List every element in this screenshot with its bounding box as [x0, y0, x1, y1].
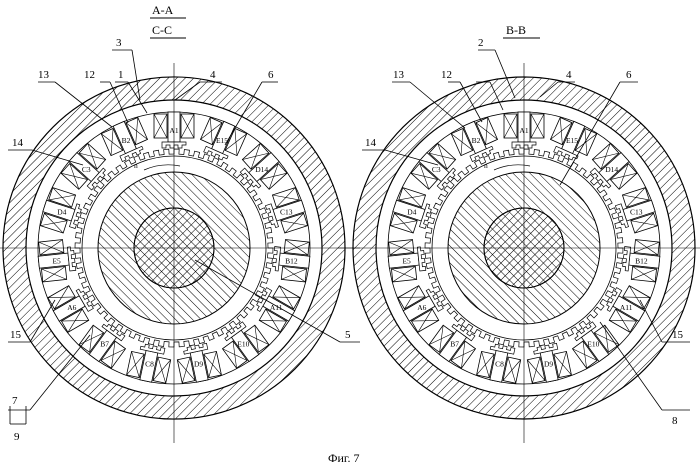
callout-3: 3: [116, 37, 122, 49]
slot-label: D9: [544, 359, 553, 368]
slot-label: D14: [255, 165, 268, 174]
callout-14: 14: [12, 137, 24, 149]
figure-caption: Фиг. 7: [328, 451, 359, 465]
slot-label: A6: [67, 303, 76, 312]
slot-label: A11: [620, 303, 633, 312]
callout-14-right: 14: [365, 137, 377, 149]
slot-label: E5: [402, 256, 411, 265]
slot-label: C8: [495, 359, 504, 368]
callout-13-right: 13: [393, 69, 405, 81]
callout-1: 1: [118, 69, 124, 81]
callout-5: 5: [345, 329, 351, 341]
slot-label: E15: [216, 136, 228, 145]
left-sectional-view: n A1E15D14C13B12A11E10D9 C8 B7 A6 E5 D4 C3 B2: [0, 63, 360, 443]
slot-label: D14: [605, 165, 618, 174]
slot-label: B7: [450, 339, 459, 348]
callout-4: 4: [210, 69, 216, 81]
section-label-b: В-В: [506, 23, 526, 37]
slot-label: B2: [122, 136, 131, 145]
callout-12-right: 12: [441, 69, 452, 81]
slot-label: B7: [100, 339, 109, 348]
rotation-label: n: [134, 161, 138, 170]
slot-label: C13: [630, 208, 643, 217]
slot-label: A11: [270, 303, 283, 312]
slot-label: C3: [82, 165, 91, 174]
slot-label: C8: [145, 359, 154, 368]
section-label-c: С-С: [152, 23, 172, 37]
pole-shoe: [67, 247, 75, 271]
callout-13: 13: [38, 69, 50, 81]
right-sectional-view: n A1E15D14C13B12A11E10D9 C8 B7 A6 E5 D4 C3 B2: [338, 63, 700, 443]
callout-15-right: 15: [672, 329, 684, 341]
section-label-a: А-А: [152, 3, 174, 17]
pole-shoe: [622, 247, 630, 271]
slot-label: B12: [635, 256, 648, 265]
callout-12: 12: [84, 69, 95, 81]
callout-7: 7: [12, 395, 18, 407]
slot-label: C3: [432, 165, 441, 174]
slot-label: B12: [285, 256, 298, 265]
callout-9: 9: [14, 431, 20, 443]
slot-label: E10: [587, 339, 599, 348]
pole-shoe: [272, 247, 280, 271]
callout-6-right: 6: [626, 69, 632, 81]
callout-4-right: 4: [566, 69, 572, 81]
slot-label: A6: [417, 303, 426, 312]
slot-label: B2: [472, 136, 481, 145]
slot-label: D4: [407, 208, 416, 217]
slot-label: E15: [566, 136, 578, 145]
slot-label: C13: [280, 208, 293, 217]
slot-label: D4: [57, 208, 66, 217]
callout-15: 15: [10, 329, 22, 341]
slot-label: A1: [169, 126, 178, 135]
callout-2: 2: [478, 37, 484, 49]
slot-label: E5: [52, 256, 61, 265]
slot-label: A1: [519, 126, 528, 135]
callout-8: 8: [672, 415, 678, 427]
callout-6: 6: [268, 69, 274, 81]
slot-label: E10: [237, 339, 249, 348]
rotation-label: n: [484, 161, 488, 170]
slot-label: D9: [194, 359, 203, 368]
pole-shoe: [417, 247, 425, 271]
